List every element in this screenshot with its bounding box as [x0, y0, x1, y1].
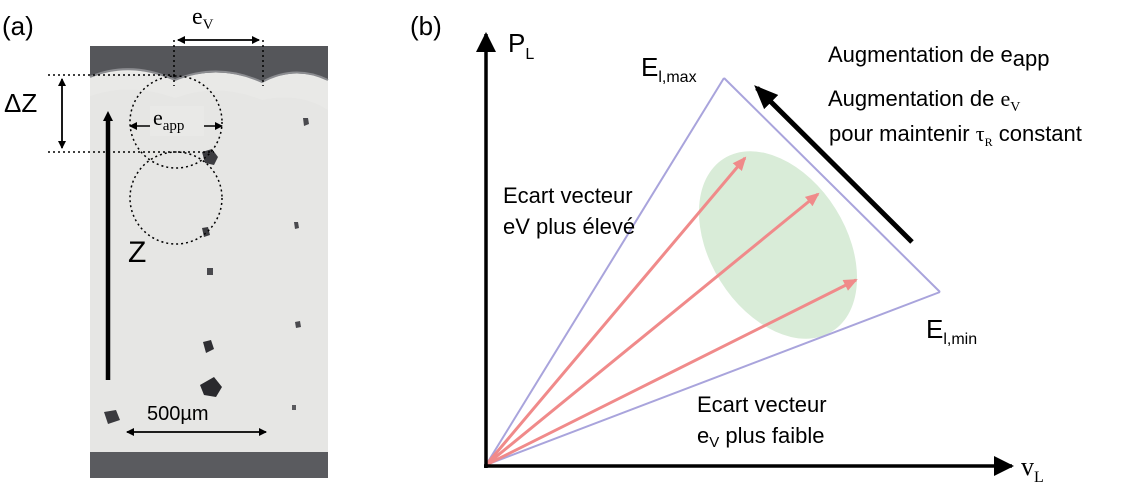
vector-arrow-3	[485, 278, 858, 467]
pore	[294, 222, 299, 229]
high-ev-line1: Ecart vecteur	[503, 183, 633, 208]
vector-arrow-1	[484, 156, 747, 466]
pore	[303, 118, 309, 126]
bead-circle-lower	[129, 151, 223, 245]
eapp-label: eapp	[153, 105, 184, 134]
pore	[207, 268, 213, 275]
eapp-label-bg	[150, 106, 204, 136]
panel-b-label: (b)	[410, 11, 442, 41]
layer-bumps	[90, 69, 328, 110]
process-window-ellipse	[698, 151, 858, 339]
bump-edge	[89, 68, 329, 84]
pore	[202, 227, 210, 237]
aug-ev-label: Augmentation de eV	[828, 86, 1020, 115]
low-ev-line1: Ecart vecteur	[697, 392, 827, 417]
ev-label: eV	[192, 4, 214, 33]
pore	[104, 410, 120, 424]
z-label: Z	[128, 236, 146, 269]
scale-bar-label: 500µm	[147, 403, 209, 425]
el-min-label: El,min	[926, 314, 977, 348]
pore	[292, 405, 296, 410]
process-triangle	[485, 77, 941, 466]
delta-z-label: ΔZ	[4, 88, 37, 118]
micrograph-background	[90, 46, 328, 478]
pore	[200, 377, 222, 397]
pore	[203, 340, 214, 353]
vector-arrow-2	[485, 192, 820, 467]
y-axis-label: PL	[508, 28, 534, 63]
pore	[295, 321, 301, 328]
pore	[202, 149, 218, 165]
maintain-label: pour maintenir τR constant	[829, 121, 1082, 149]
low-ev-line2: eV plus faible	[697, 423, 824, 451]
aug-eapp-label: Augmentation de eapp	[828, 42, 1049, 71]
micrograph-bottom-dark	[90, 452, 328, 478]
panel-a-label: (a)	[2, 11, 34, 41]
el-max-label: El,max	[641, 52, 697, 86]
increase-arrow	[754, 85, 914, 244]
micrograph	[89, 46, 329, 478]
vector-arrows	[484, 156, 858, 467]
high-ev-line2: eV plus élevé	[503, 214, 635, 239]
x-axis-label: vL	[1021, 452, 1044, 483]
